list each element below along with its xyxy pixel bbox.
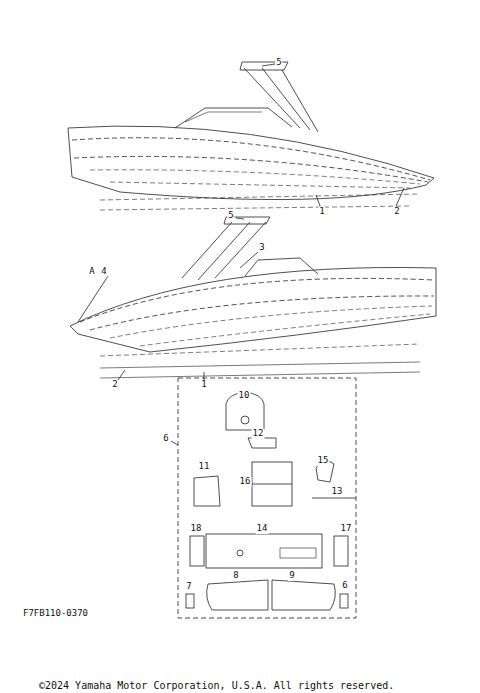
leader-line xyxy=(396,188,404,206)
leader-line xyxy=(118,370,125,380)
callout-number: 1 xyxy=(318,207,325,217)
part-9 xyxy=(272,580,335,610)
callout-number: 8 xyxy=(232,571,239,581)
callout-number: 1 xyxy=(200,380,207,390)
part-14-inset xyxy=(280,548,316,558)
part-10 xyxy=(226,392,264,430)
part-16-seam xyxy=(252,484,292,485)
kit-group xyxy=(171,378,356,618)
part-8 xyxy=(207,580,268,610)
callout-number: 17 xyxy=(340,524,353,534)
deck-line xyxy=(80,278,434,322)
callout-number: 2 xyxy=(393,207,400,217)
callout-number: 18 xyxy=(190,524,203,534)
stern-stripe xyxy=(100,206,410,210)
rub-strip xyxy=(74,156,428,182)
tower-frame xyxy=(182,222,266,280)
callout-number: 10 xyxy=(238,391,251,401)
callout-number: 14 xyxy=(256,524,269,534)
hull-stripe xyxy=(110,182,410,188)
callout-number: 4 xyxy=(100,267,107,277)
upper-boat xyxy=(68,62,434,210)
part-17 xyxy=(334,536,348,566)
copyright-note: ©2024 Yamaha Motor Corporation, U.S.A. A… xyxy=(38,680,395,691)
part-14-hole xyxy=(237,550,243,556)
leader-line xyxy=(316,195,320,206)
hull-outline xyxy=(70,267,436,352)
leader-line xyxy=(204,372,205,380)
callout-number: 12 xyxy=(252,429,265,439)
group-box xyxy=(178,378,356,618)
callout-number: A xyxy=(88,267,95,277)
callout-number: 6 xyxy=(162,434,169,444)
leader-line xyxy=(240,252,258,268)
hull-stripe xyxy=(140,314,430,346)
leader-line xyxy=(236,218,244,219)
callout-number: 3 xyxy=(258,243,265,253)
windshield xyxy=(175,108,292,128)
lower-boat xyxy=(70,217,436,380)
deck-line xyxy=(72,138,430,180)
hull-outline xyxy=(68,126,434,199)
part-16 xyxy=(252,462,292,506)
part-10-hole xyxy=(241,416,249,424)
callout-number: 5 xyxy=(227,211,234,221)
callout-number: 15 xyxy=(317,456,330,466)
callout-number: 13 xyxy=(331,487,344,497)
hull-stripe xyxy=(90,170,420,184)
rub-strip xyxy=(90,296,434,330)
part-7 xyxy=(186,594,194,608)
leader-line xyxy=(262,64,275,66)
windshield xyxy=(245,258,318,276)
windshield-frame xyxy=(185,112,262,122)
part-18 xyxy=(190,536,204,566)
part-14 xyxy=(206,534,322,568)
callout-number: 9 xyxy=(288,571,295,581)
figure-code: F7FB110-0370 xyxy=(22,609,89,619)
hull-stripe xyxy=(110,306,432,338)
waterline xyxy=(100,194,420,200)
part-13 xyxy=(312,498,356,499)
callout-number: 16 xyxy=(239,477,252,487)
part-12 xyxy=(248,438,276,448)
waterline xyxy=(100,344,420,356)
callout-number: 6 xyxy=(341,581,348,591)
callout-number: 5 xyxy=(275,58,282,68)
part-11 xyxy=(194,476,220,506)
tower-frame xyxy=(244,68,318,132)
callout-number: 2 xyxy=(111,380,118,390)
leader-line xyxy=(78,276,108,322)
swim-platform xyxy=(100,362,420,378)
callout-number: 7 xyxy=(185,582,192,592)
callout-number: 11 xyxy=(198,462,211,472)
leader-line xyxy=(171,441,178,445)
part-6 xyxy=(340,594,348,608)
